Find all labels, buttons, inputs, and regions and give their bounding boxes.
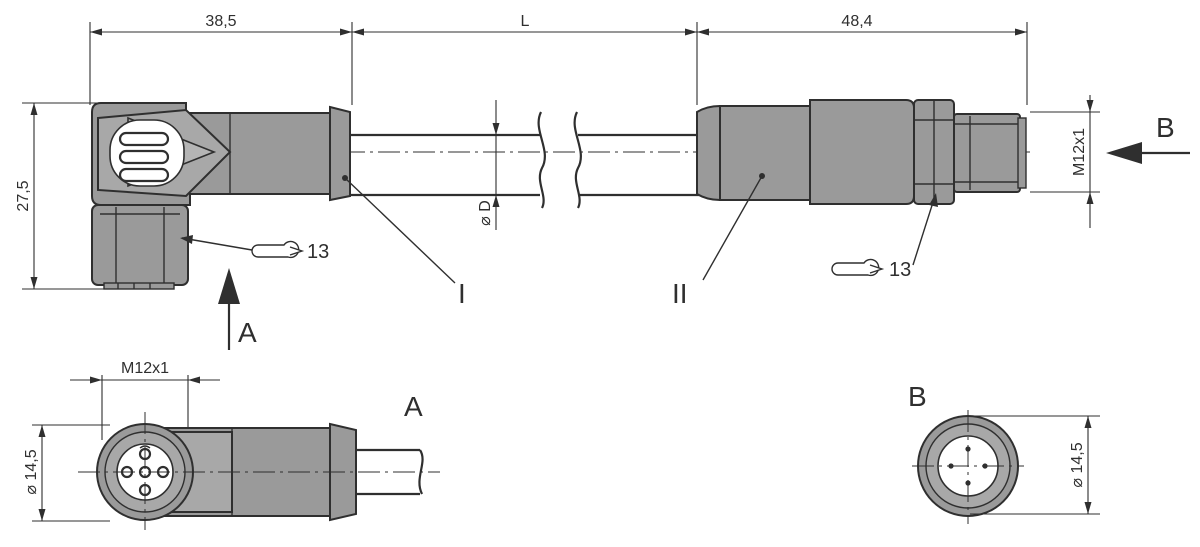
view-a-title: A [404, 391, 423, 422]
wrench-left-icon [251, 240, 305, 259]
view-a-diameter-dimension [32, 424, 110, 522]
dim-height: 27,5 [15, 180, 32, 211]
wrench-right-callout [912, 193, 938, 266]
angled-connector [91, 102, 351, 290]
wrench-right-size: 13 [889, 259, 911, 281]
leader-part-one [344, 177, 456, 284]
part-two-label: II [672, 278, 688, 309]
view-b-arrow-label: B [1156, 112, 1175, 143]
view-b-title: B [908, 381, 927, 412]
dim-right-length: 48,4 [841, 13, 872, 30]
view-a-arrow [218, 268, 240, 350]
top-dimension-chain [89, 22, 1028, 105]
dim-thread-b: M12x1 [1071, 128, 1088, 176]
view-b-diameter-dimension [970, 415, 1100, 515]
view-a-arrow-label: A [238, 317, 257, 348]
cable [350, 100, 700, 230]
wrench-left-size: 13 [307, 241, 329, 263]
dim-diameter-a: ⌀ 14,5 [23, 449, 40, 494]
view-b-arrow [1106, 142, 1190, 164]
dim-cable-diameter: ⌀ D [477, 200, 494, 226]
dim-diameter-b: ⌀ 14,5 [1069, 442, 1086, 487]
thread-dimension-b [1030, 95, 1100, 228]
dim-left-length: 38,5 [205, 13, 236, 30]
leader-part-two [702, 175, 763, 281]
wrench-right-icon [831, 258, 885, 277]
part-one-label: I [458, 278, 466, 309]
wrench-left-callout [180, 235, 253, 251]
dim-cable-length: L [521, 13, 530, 30]
straight-connector [696, 99, 1027, 205]
height-dimension [22, 102, 110, 290]
dim-thread-a: M12x1 [121, 360, 169, 377]
